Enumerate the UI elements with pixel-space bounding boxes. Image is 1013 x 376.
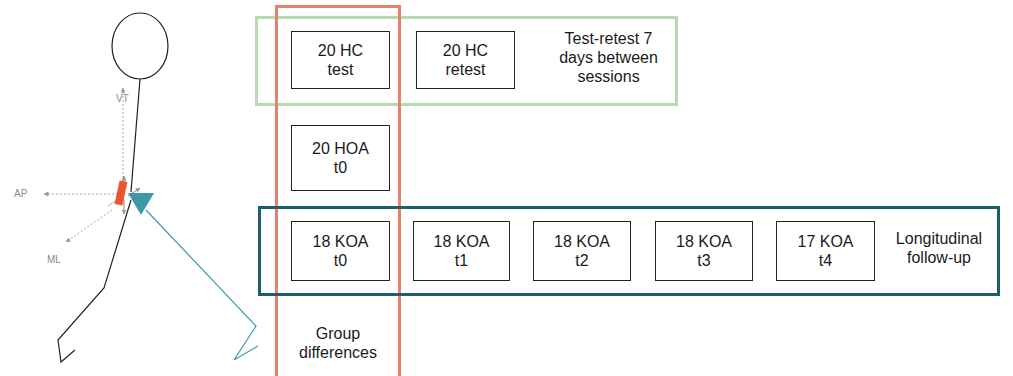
- process-box: 20 HC test: [291, 31, 390, 89]
- head: [112, 13, 168, 79]
- process-box: 17 KOA t4: [776, 221, 875, 281]
- hip-marker: [128, 193, 154, 215]
- axis-label: VT: [116, 93, 129, 104]
- sensor-axis: [124, 200, 125, 214]
- box-label: 20 HC test: [308, 41, 374, 79]
- box-label: 20 HC retest: [433, 41, 499, 79]
- group-frame: Test-retest 7 days between sessions 20 HC…: [255, 16, 678, 106]
- process-box: 18 KOA t0: [291, 221, 390, 281]
- axis-label: ML: [47, 254, 61, 265]
- trunk: [131, 79, 140, 192]
- process-box: 18 KOA t1: [413, 221, 510, 281]
- left-leg: [58, 200, 131, 362]
- group-frame: Group differences 20 HOA t0: [275, 5, 401, 376]
- process-box: 18 KOA t3: [655, 221, 753, 281]
- right-leg: [146, 210, 258, 360]
- group-label: Longitudinal follow-up: [883, 229, 995, 267]
- group-label: Test-retest 7 days between sessions: [546, 29, 671, 86]
- box-label: 20 HOA t0: [308, 139, 374, 177]
- axis-label: AP: [14, 188, 27, 199]
- group-frame: Longitudinal follow-up 18 KOA t0 18 KOA t1…: [258, 206, 1000, 296]
- ml-axis: [66, 210, 112, 242]
- box-label: 18 KOA t1: [429, 232, 495, 270]
- process-box: 18 KOA t2: [533, 221, 631, 281]
- process-box: 20 HOA t0: [291, 125, 390, 191]
- box-label: 18 KOA t0: [308, 232, 374, 270]
- process-box: 20 HC retest: [416, 31, 515, 89]
- box-label: 18 KOA t2: [549, 232, 615, 270]
- box-label: 18 KOA t3: [671, 232, 737, 270]
- ap-axis: [44, 194, 118, 195]
- box-label: 17 KOA t4: [793, 232, 859, 270]
- group-label: Group differences: [282, 324, 394, 362]
- sensor: [115, 180, 128, 205]
